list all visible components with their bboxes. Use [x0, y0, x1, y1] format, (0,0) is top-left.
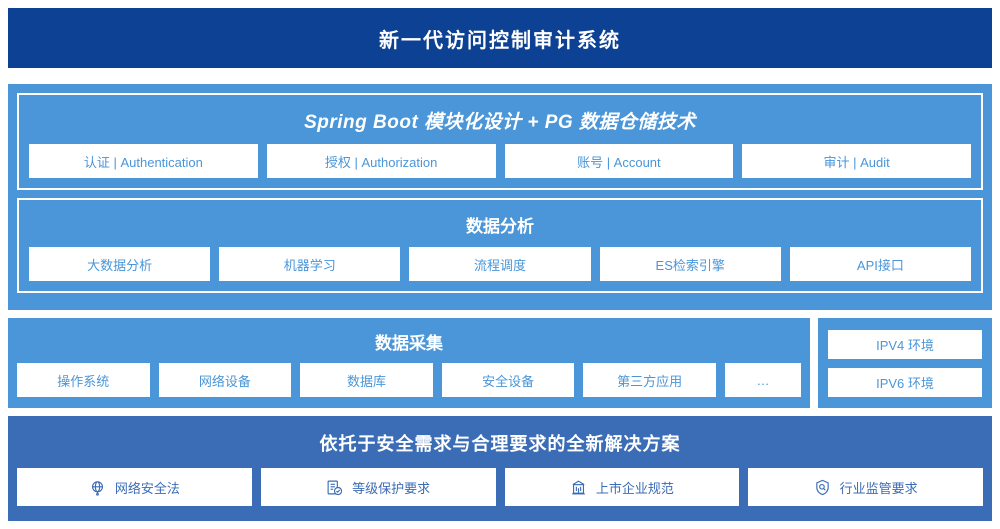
page-title: 新一代访问控制审计系统	[379, 29, 621, 52]
header-bar: 新一代访问控制审计系统	[8, 8, 992, 68]
chip-label: 行业监管要求	[839, 480, 918, 496]
analysis-chip-es-search[interactable]: ES检索引擎	[599, 247, 781, 281]
collection-chip-more[interactable]: …	[724, 363, 801, 397]
collection-inner: 数据采集 操作系统 网络设备 数据库 安全设备 第三方应用 …	[8, 318, 810, 407]
chip-label: 网络设备	[198, 373, 251, 389]
globe-icon	[89, 479, 106, 496]
chip-label: 账号 | Account	[577, 154, 661, 170]
document-check-icon	[326, 479, 343, 496]
chip-label: 上市企业规范	[595, 480, 674, 496]
analysis-chip-bigdata[interactable]: 大数据分析	[29, 247, 211, 281]
chip-label: 认证 | Authentication	[83, 154, 203, 170]
solution-chip-classified-protection[interactable]: 等级保护要求	[260, 468, 496, 506]
chip-label: 操作系统	[57, 373, 110, 389]
collection-chip-network-device[interactable]: 网络设备	[158, 363, 292, 397]
chip-label: 流程调度	[474, 257, 527, 273]
collection-chip-security-device[interactable]: 安全设备	[441, 363, 575, 397]
analysis-chip-process-scheduling[interactable]: 流程调度	[409, 247, 591, 281]
chip-label: 数据库	[346, 373, 386, 389]
chip-label: …	[756, 372, 770, 388]
bank-building-icon	[570, 479, 587, 496]
analysis-chip-machine-learning[interactable]: 机器学习	[219, 247, 401, 281]
environment-chip-ipv6[interactable]: IPV6 环境	[828, 367, 982, 397]
collection-chip-operating-system[interactable]: 操作系统	[17, 363, 150, 397]
chip-label: 机器学习	[283, 257, 336, 273]
analysis-chip-api[interactable]: API接口	[789, 247, 972, 281]
collection-chip-database[interactable]: 数据库	[300, 363, 433, 397]
chip-label: ES检索引擎	[655, 257, 725, 273]
platform-chip-authorization[interactable]: 授权 | Authorization	[266, 144, 496, 178]
platform-chip-audit[interactable]: 审计 | Audit	[742, 144, 971, 178]
solution-chip-cybersecurity-law[interactable]: 网络安全法	[17, 468, 252, 506]
solution-chip-listed-company-standard[interactable]: 上市企业规范	[504, 468, 740, 506]
chip-label: 大数据分析	[87, 257, 153, 273]
solution-chip-industry-regulation[interactable]: 行业监管要求	[748, 468, 983, 506]
platform-chip-authentication[interactable]: 认证 | Authentication	[29, 144, 258, 178]
chip-label: API接口	[856, 257, 904, 273]
collection-chip-third-party-app[interactable]: 第三方应用	[583, 363, 716, 397]
chip-label: 安全设备	[482, 373, 535, 389]
environment-chip-ipv4[interactable]: IPV4 环境	[828, 329, 982, 359]
collection-chip-row: 操作系统 网络设备 数据库 安全设备 第三方应用 …	[17, 363, 801, 397]
chip-label: 授权 | Authorization	[324, 154, 438, 170]
chip-label: IPV6 环境	[876, 375, 934, 391]
platform-chip-row: 认证 | Authentication 授权 | Authorization 账…	[29, 144, 971, 178]
collection-title: 数据采集	[375, 334, 443, 353]
solution-chip-row: 网络安全法 等级保护要求	[17, 468, 983, 506]
solution-title: 依托于安全需求与合理要求的全新解决方案	[319, 434, 681, 454]
solution-inner: 依托于安全需求与合理要求的全新解决方案 网络安全法	[8, 416, 992, 518]
platform-title: Spring Boot 模块化设计 + PG 数据仓储技术	[304, 112, 696, 133]
platform-group: Spring Boot 模块化设计 + PG 数据仓储技术 认证 | Authe…	[17, 93, 983, 190]
chip-label: 网络安全法	[114, 480, 180, 496]
chip-label: 第三方应用	[617, 373, 683, 389]
chip-label: IPV4 环境	[876, 337, 934, 353]
chip-label: 审计 | Audit	[823, 154, 890, 170]
analysis-title: 数据分析	[466, 217, 534, 236]
chip-label: 等级保护要求	[352, 480, 431, 496]
shield-search-icon	[814, 479, 831, 496]
collection-panel: 数据采集 操作系统 网络设备 数据库 安全设备 第三方应用 …	[8, 318, 810, 408]
analysis-chip-row: 大数据分析 机器学习 流程调度 ES检索引擎 API接口	[29, 247, 972, 281]
solution-panel: 依托于安全需求与合理要求的全新解决方案 网络安全法	[8, 416, 992, 521]
analysis-group: 数据分析 大数据分析 机器学习 流程调度 ES检索引擎 API接口	[17, 198, 983, 293]
platform-chip-account[interactable]: 账号 | Account	[504, 144, 734, 178]
environment-panel: IPV4 环境 IPV6 环境	[818, 318, 992, 408]
platform-panel: Spring Boot 模块化设计 + PG 数据仓储技术 认证 | Authe…	[8, 84, 992, 310]
